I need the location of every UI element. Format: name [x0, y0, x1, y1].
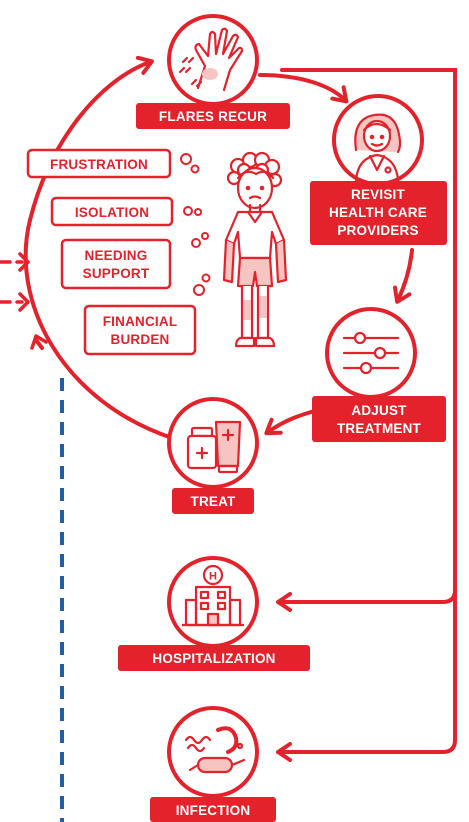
adjust-label-line2: TREATMENT: [337, 421, 422, 436]
infection-node: INFECTION: [150, 706, 276, 822]
sliders-icon: [342, 331, 400, 375]
patient-illustration: [222, 151, 288, 348]
feeling-needing-line2: SUPPORT: [83, 266, 150, 281]
flares-recur-label: FLARES RECUR: [159, 109, 267, 124]
cycle-arrows: [0, 55, 457, 762]
hospitalization-label: HOSPITALIZATION: [152, 651, 275, 666]
infection-label: INFECTION: [176, 803, 251, 818]
revisit-label-line2: HEALTH CARE: [329, 205, 427, 220]
arrow-branch-outcomes: [276, 68, 457, 762]
feeling-isolation: ISOLATION: [75, 205, 149, 220]
revisit-label-line3: PROVIDERS: [337, 223, 418, 238]
feeling-financial-line2: BURDEN: [111, 332, 170, 347]
svg-text:H: H: [209, 571, 217, 583]
arrow-adjust-to-treat: [264, 408, 320, 436]
feeling-needing-line1: NEEDING: [85, 248, 148, 263]
hospital-icon: H: [182, 564, 244, 627]
doctor-icon: [354, 113, 402, 182]
arrow-flares-to-revisit: [258, 73, 349, 104]
incoming-arrowhead-1: [18, 252, 30, 272]
treat-label: TREAT: [191, 494, 237, 509]
adjust-node: ADJUST TREATMENT: [312, 307, 446, 442]
feelings-group: FRUSTRATION ISOLATION NEEDING SUPPORT FI…: [26, 148, 211, 356]
incoming-arrowhead-2: [18, 292, 30, 312]
hospital-node: H HOSPITALIZATION: [118, 556, 310, 671]
arrow-treat-to-flares: [23, 55, 174, 440]
medication-icon: [186, 420, 242, 474]
thought-bubbles: [180, 153, 211, 296]
feeling-financial-line1: FINANCIAL: [103, 314, 178, 329]
feeling-frustration: FRUSTRATION: [50, 157, 148, 172]
revisit-node: REVISIT HEALTH CARE PROVIDERS: [310, 94, 447, 245]
treat-node: TREAT: [167, 397, 259, 514]
arrow-branch-hospital: [276, 588, 457, 612]
arrow-revisit-to-adjust: [392, 248, 414, 304]
arrow-into-cycle: [34, 338, 44, 350]
itchy-hand-icon: [178, 27, 244, 92]
revisit-label-line1: REVISIT: [351, 187, 405, 202]
bacteria-icon: [184, 726, 246, 774]
arrow-into-cycle-head: [30, 334, 48, 350]
adjust-label-line1: ADJUST: [351, 403, 407, 418]
flares-node: FLARES RECUR: [136, 14, 290, 129]
